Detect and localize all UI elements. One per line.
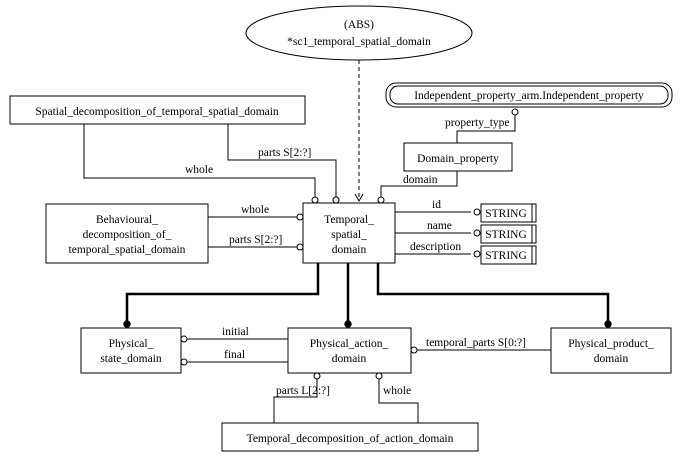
domain-property-box xyxy=(403,142,513,172)
parts-end-circle-behavioural xyxy=(296,243,304,251)
domain-property-name: Domain_property xyxy=(417,153,499,165)
independent-property-box xyxy=(389,85,669,105)
property-type-end-circle xyxy=(511,108,519,116)
behavioural-name-line2: decomposition_of_ xyxy=(83,229,172,241)
initial-label: initial xyxy=(222,326,249,338)
domain-end-circle xyxy=(377,196,385,204)
string-type-name: STRING xyxy=(480,224,537,244)
initial-end-circle xyxy=(180,335,188,343)
parts-line-action xyxy=(273,379,318,423)
temporal-spatial-domain-box xyxy=(302,202,396,264)
physical-action-domain-box xyxy=(287,327,412,374)
string-type-description-label: STRING xyxy=(485,250,527,262)
string-type-description: STRING xyxy=(480,245,537,265)
physical-product-name-line2: domain xyxy=(594,353,629,365)
final-end-circle xyxy=(180,358,188,366)
physical-state-name-line2: state_domain xyxy=(100,353,162,365)
temporal-decomposition-box xyxy=(221,422,479,452)
behavioural-name-line1: Behavioural_ xyxy=(96,214,158,226)
whole-end-circle-action xyxy=(375,372,383,380)
parts-label-spatial: parts S[2:?] xyxy=(258,147,311,159)
subtype-line-physical-product xyxy=(376,263,610,322)
description-end-circle xyxy=(473,250,481,258)
independent-property-name: Independent_property_arm.Independent_pro… xyxy=(414,90,644,102)
id-end-circle xyxy=(473,208,481,216)
whole-line-spatial xyxy=(83,124,316,197)
description-label: description xyxy=(410,241,461,253)
temporal-spatial-name-line3: domain xyxy=(332,244,367,256)
id-label: id xyxy=(432,199,441,211)
physical-action-name-line1: Physical_action_ xyxy=(310,338,389,350)
temporal-spatial-name-line2: spatial_ xyxy=(331,229,367,241)
whole-line-action xyxy=(378,379,419,423)
parts-end-circle-spatial xyxy=(332,196,340,204)
physical-product-domain-box xyxy=(550,327,672,374)
name-end-circle xyxy=(473,229,481,237)
domain-label: domain xyxy=(403,174,438,186)
parts-label-behavioural: parts S[2:?] xyxy=(229,234,282,246)
abs-label: (ABS) xyxy=(344,19,374,31)
temporal-decomposition-name: Temporal_decomposition_of_action_domain xyxy=(247,433,454,445)
temporal-parts-label: temporal_parts S[0:?] xyxy=(426,337,526,349)
behavioural-name-line3: temporal_spatial_domain xyxy=(69,244,186,256)
whole-label-spatial: whole xyxy=(185,164,213,176)
abs-supertype-ellipse xyxy=(245,5,473,61)
subtype-dot-physical-action xyxy=(344,320,352,328)
string-type-id: STRING xyxy=(480,203,537,223)
property-type-line xyxy=(456,109,516,143)
subtype-dot-physical-state xyxy=(123,320,131,328)
abs-supertype-name: *sc1_temporal_spatial_domain xyxy=(287,36,431,48)
whole-label-behavioural: whole xyxy=(241,204,269,216)
physical-state-name-line1: Physical_ xyxy=(109,338,154,350)
parts-label-action: parts L[2:?] xyxy=(276,385,330,397)
string-type-id-label: STRING xyxy=(485,208,527,220)
spatial-decomposition-name: Spatial_decomposition_of_temporal_spatia… xyxy=(35,106,279,118)
whole-end-circle-behavioural xyxy=(296,213,304,221)
supertype-arrow xyxy=(354,193,364,203)
temporal-parts-end-circle xyxy=(410,346,418,354)
temporal-spatial-name-line1: Temporal_ xyxy=(324,214,374,226)
physical-product-name-line1: Physical_product_ xyxy=(568,338,654,350)
whole-label-action: whole xyxy=(383,385,411,397)
subtype-line-physical-state xyxy=(125,263,320,322)
domain-line xyxy=(380,171,458,197)
name-label: name xyxy=(427,220,452,232)
string-type-name-label: STRING xyxy=(485,229,527,241)
subtype-dot-physical-product xyxy=(604,320,612,328)
behavioural-decomposition-box xyxy=(45,203,209,264)
physical-state-domain-box xyxy=(80,327,182,374)
final-label: final xyxy=(224,349,245,361)
whole-end-circle-spatial xyxy=(311,196,319,204)
physical-action-name-line2: domain xyxy=(332,353,367,365)
property-type-label: property_type xyxy=(445,117,510,129)
spatial-decomposition-box xyxy=(9,95,306,125)
parts-end-circle-action xyxy=(313,372,321,380)
parts-line-spatial xyxy=(227,124,337,197)
